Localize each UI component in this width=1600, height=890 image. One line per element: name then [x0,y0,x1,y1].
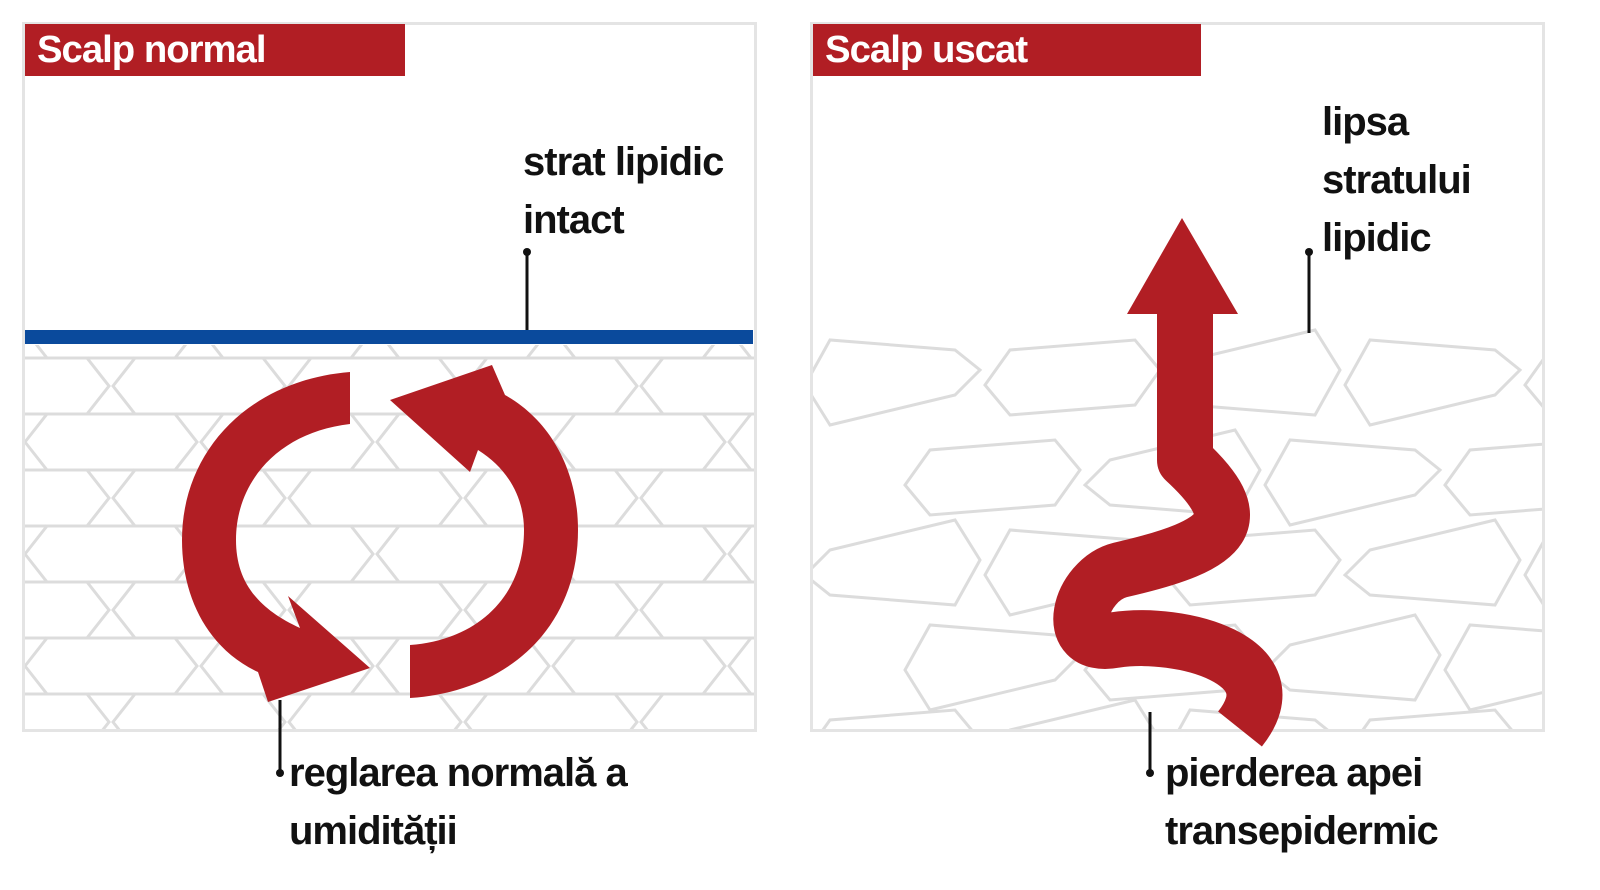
skin-cell [25,412,199,472]
skin-cell [25,524,199,584]
skin-cell [551,524,727,584]
skin-cell [1177,708,1329,729]
callout-line: umidității [289,809,458,853]
skin-cell [993,358,1165,414]
callout-line: lipidic [1322,216,1432,260]
skin-cell [639,468,754,528]
skin-cell [993,694,1165,750]
skin-cell [551,412,727,472]
skin-cell [111,692,287,729]
skin-cell [1443,623,1542,712]
callout-transepidermal-water-loss: pierderea apei transepidermic [1165,744,1439,860]
callout-line: reglarea normală a [289,751,628,795]
moisture-cycle-arrows-icon [182,365,578,702]
skin-cell [25,636,199,696]
skin-cell [1523,541,1542,606]
skin-cell [905,638,1077,694]
callout-line: stratului [1322,158,1472,202]
skin-cell [821,708,973,729]
skin-cell [25,356,111,416]
callout-line: transepidermic [1165,809,1439,853]
skin-cell [1443,442,1542,517]
callout-connectors-left [276,248,531,777]
skin-cell [0,302,21,358]
callout-connectors-right [1146,248,1313,777]
skin-cell [1343,338,1523,427]
title-dry-scalp: Scalp uscat [813,24,1201,76]
water-loss-arrow-icon [1053,218,1283,747]
skin-cell [25,468,111,528]
skin-cell [903,623,1083,712]
callout-line: lipsa [1322,100,1409,144]
skin-cell [1523,358,1542,408]
skin-cell [639,692,754,729]
skin-cell [727,524,754,584]
skin-cell [1525,700,1600,785]
title-normal-scalp: Scalp normal [25,24,405,76]
skin-cell [983,338,1162,417]
skin-cell [905,414,1077,470]
skin-cell [1082,428,1262,517]
skin-cell [25,692,111,729]
skin-cell [905,302,1077,358]
skin-cell [727,412,754,472]
skin-cell [287,468,463,528]
skin-cell [1008,698,1155,729]
skin-cell [813,338,983,427]
skin-cell [813,518,982,607]
skin-cell [551,636,727,696]
skin-cell [1342,518,1522,607]
skin-cell [727,636,754,696]
skin-cell [0,526,21,582]
skin-cell [0,414,21,470]
skin-cell [817,470,989,526]
skin-cell [639,356,754,416]
skin-cell [1262,613,1442,702]
callout-lipid-layer-missing: lipsa stratului lipidic [1322,93,1472,267]
callout-lipid-layer-intact: strat lipidic intact [523,133,724,249]
callout-line: pierderea apei [1165,751,1423,795]
lipid-layer-line [25,330,753,344]
skin-cell [287,692,463,729]
skin-cell [463,692,639,729]
skin-cell [1361,708,1513,729]
skin-cell [639,580,754,640]
skin-cell [738,345,754,360]
callout-line: intact [523,198,625,242]
skin-cell [25,580,111,640]
skin-cell [903,438,1082,517]
skin-cell [1263,438,1443,527]
skin-cell [993,470,1165,526]
skin-cell-pattern-normal [0,302,1165,750]
skin-cell [0,638,21,694]
callout-line: strat lipidic [523,140,724,184]
callout-moisture-regulation: reglarea normală a umidității [289,744,628,860]
